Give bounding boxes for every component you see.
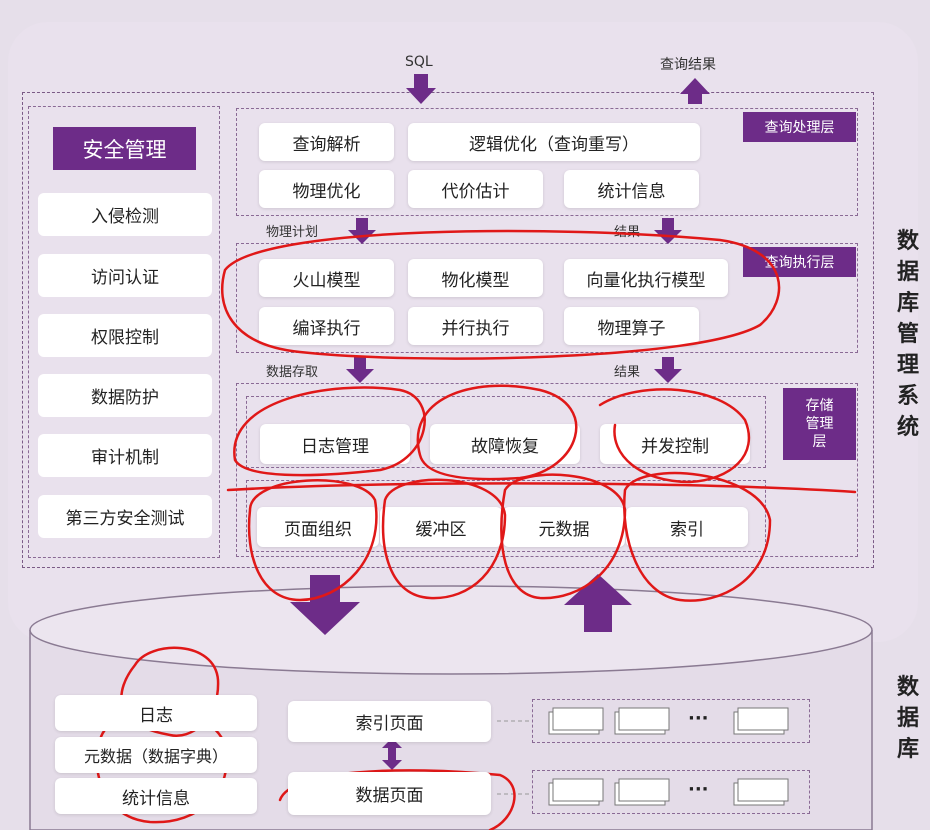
- result-up-arrow: [680, 78, 710, 104]
- query-execution-layer: [236, 243, 858, 353]
- query-processing-layer-label: 查询处理层: [743, 112, 856, 142]
- database-label: 数据库: [896, 675, 919, 762]
- data-page: 数据页面: [288, 772, 491, 815]
- security-item: 权限控制: [38, 314, 212, 357]
- storage-card: 元数据: [503, 507, 625, 547]
- security-item: 审计机制: [38, 434, 212, 477]
- storage-card: 索引: [626, 507, 748, 547]
- write-to-disk-arrow: [290, 575, 360, 635]
- annotation-page-circle: [247, 479, 378, 602]
- data-access-arrow: [346, 357, 374, 383]
- annotation-concurrency-circle: [598, 388, 751, 484]
- storage-card: 并发控制: [600, 424, 750, 464]
- annotation-log-circle: [233, 386, 426, 477]
- storage-card: 故障恢复: [430, 424, 580, 464]
- db-item: 日志: [55, 695, 257, 731]
- security-panel: [28, 106, 220, 558]
- qp-card: 代价估计: [408, 170, 543, 208]
- qp-card: 查询解析: [259, 123, 394, 161]
- qe-card: 物化模型: [408, 259, 543, 297]
- security-item: 数据防护: [38, 374, 212, 417]
- qe-card: 物理算子: [564, 307, 699, 345]
- security-item: 访问认证: [38, 254, 212, 297]
- db-item: 统计信息: [55, 778, 257, 814]
- qe-card: 并行执行: [408, 307, 543, 345]
- security-item: 入侵检测: [38, 193, 212, 236]
- qe-card: 向量化执行模型: [564, 259, 728, 297]
- storage-lower-group: [246, 480, 766, 552]
- storage-card: 缓冲区: [380, 507, 502, 547]
- data-page-blocks: [548, 778, 789, 806]
- storage-result-label: 结果: [614, 365, 641, 380]
- sql-label: SQL: [405, 54, 433, 70]
- storage-layer: [236, 383, 858, 557]
- data-access-label: 数据存取: [266, 365, 319, 380]
- read-from-disk-arrow: [564, 574, 632, 632]
- index-page-blocks: [548, 707, 789, 735]
- security-item: 第三方安全测试: [38, 495, 212, 538]
- storage-card: 日志管理: [260, 424, 410, 464]
- data-page-group: [532, 770, 810, 814]
- qp-card: 逻辑优化（查询重写）: [408, 123, 700, 161]
- query-execution-layer-label: 查询执行层: [743, 247, 856, 277]
- storage-upper-group: [246, 396, 766, 468]
- dbms-frame: [22, 92, 874, 568]
- qe-card: 火山模型: [259, 259, 394, 297]
- security-title: 安全管理: [53, 127, 196, 170]
- page-link-down-arrow: [382, 745, 402, 770]
- qe-card: 编译执行: [259, 307, 394, 345]
- page-link-up-arrow: [382, 738, 402, 757]
- storage-card: 页面组织: [257, 507, 379, 547]
- physical-plan-label: 物理计划: [266, 225, 319, 240]
- annotation-line: [226, 482, 857, 494]
- annotation-execution-circle: [221, 229, 781, 360]
- index-ellipsis: ···: [688, 708, 709, 729]
- storage-layer-label: 存储管理层: [783, 388, 856, 460]
- index-page-group: [532, 699, 810, 743]
- physical-plan-arrow: [348, 218, 376, 244]
- db-item: 元数据（数据字典）: [55, 737, 257, 773]
- annotation-index-circle: [623, 471, 772, 602]
- index-page: 索引页面: [288, 701, 491, 742]
- annotation-meta-circle: [500, 473, 627, 600]
- query-processing-layer: [236, 108, 858, 216]
- sql-down-arrow: [406, 74, 436, 104]
- annotation-recovery-circle: [416, 384, 578, 481]
- qp-card: 统计信息: [564, 170, 699, 208]
- query-result-label: 查询结果: [660, 57, 716, 73]
- red-annotations: [95, 229, 857, 830]
- execution-result-arrow: [654, 218, 682, 244]
- dbms-label: 数据库管理系统: [896, 229, 919, 440]
- data-ellipsis: ···: [688, 779, 709, 800]
- annotation-buffer-circle: [381, 478, 507, 600]
- storage-result-arrow: [654, 357, 682, 383]
- qp-card: 物理优化: [259, 170, 394, 208]
